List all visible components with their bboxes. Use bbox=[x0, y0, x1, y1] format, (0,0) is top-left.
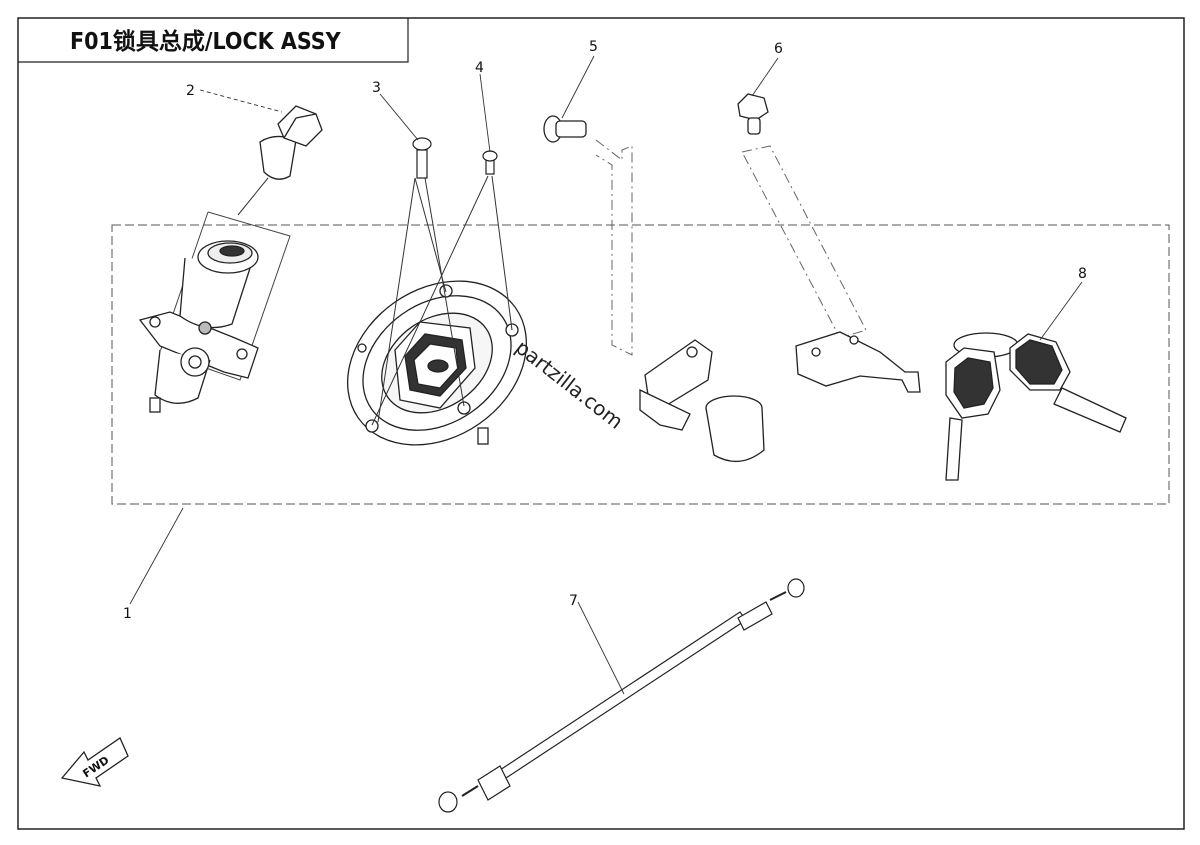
bolt-part-5 bbox=[543, 115, 587, 143]
screw-part-3 bbox=[412, 137, 432, 179]
bolt-part-6 bbox=[737, 93, 769, 135]
mounting-bracket bbox=[795, 331, 921, 393]
screw-part-4 bbox=[482, 150, 498, 175]
assembly-group-box bbox=[111, 224, 1170, 505]
callout-2: 2 bbox=[186, 83, 195, 99]
diagram-border bbox=[17, 17, 1185, 830]
callout-8: 8 bbox=[1078, 266, 1087, 282]
callout-4: 4 bbox=[475, 60, 484, 76]
bolt-part-2 bbox=[259, 105, 323, 180]
callout-labels: 1 2 3 4 5 6 7 8 bbox=[123, 39, 1087, 622]
title-box: F01锁具总成/LOCK ASSY bbox=[18, 18, 409, 63]
bolt-6-leader bbox=[741, 145, 867, 339]
callout-3: 3 bbox=[372, 80, 381, 96]
callout-leaders bbox=[129, 55, 1083, 695]
diagram-title: F01锁具总成/LOCK ASSY bbox=[70, 28, 342, 55]
callout-7: 7 bbox=[569, 593, 578, 609]
seat-lock-bracket bbox=[639, 339, 765, 462]
callout-6: 6 bbox=[774, 41, 783, 57]
watermark-text: partzilla.com bbox=[511, 335, 628, 434]
fuel-cap-lock bbox=[346, 280, 528, 446]
ignition-switch bbox=[138, 211, 291, 413]
cable-part-7 bbox=[438, 578, 805, 813]
bracket-leader-lines bbox=[595, 139, 633, 356]
callout-1: 1 bbox=[123, 606, 132, 622]
callout-5: 5 bbox=[589, 39, 598, 55]
fwd-arrow-icon: FWD bbox=[60, 737, 129, 787]
keys-part-8 bbox=[945, 332, 1127, 481]
